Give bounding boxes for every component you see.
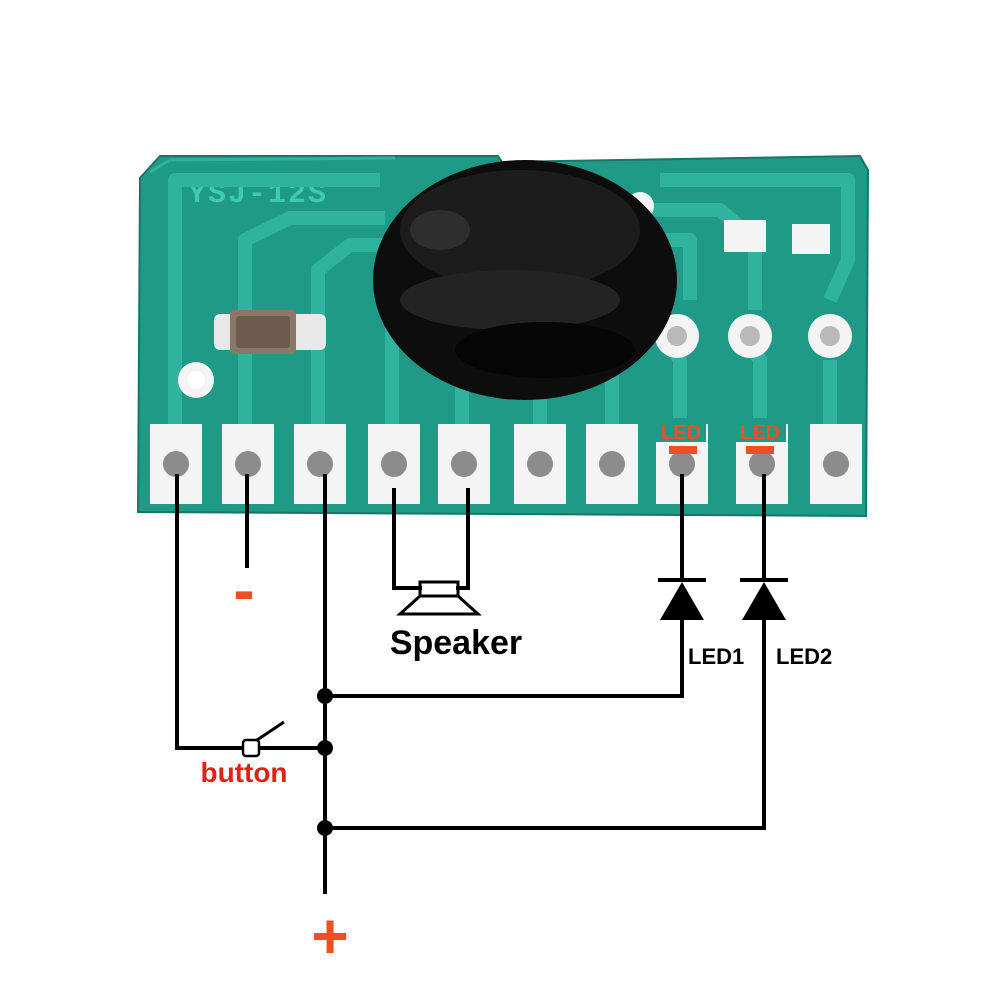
wire-led1-bottom xyxy=(323,618,684,698)
test-pad-1 xyxy=(724,220,766,252)
pad-7 xyxy=(586,424,638,504)
junction-button xyxy=(317,740,333,756)
led-pad-2-label-bg xyxy=(736,418,786,442)
junction-led1 xyxy=(317,688,333,704)
pad-6 xyxy=(514,424,566,504)
led1-label: LED1 xyxy=(688,644,744,669)
plus-label: + xyxy=(311,900,348,972)
led-pad-2-marker xyxy=(746,446,774,454)
led2-diode-icon xyxy=(740,578,788,620)
pad-1 xyxy=(150,424,202,504)
led1-diode-icon xyxy=(658,578,706,620)
pad-3 xyxy=(294,424,346,504)
wire-speaker-left xyxy=(392,488,422,590)
wire-led2-bottom xyxy=(323,618,766,830)
button-label: button xyxy=(200,757,287,788)
minus-label: - xyxy=(233,554,254,626)
junction-led2 xyxy=(317,820,333,836)
led-pad-2-label: LED xyxy=(740,422,780,444)
top-pads xyxy=(626,192,852,358)
led-pad-1-label: LED xyxy=(661,422,701,444)
pad-10 xyxy=(810,424,862,504)
led-pad-1-label-bg xyxy=(656,418,706,442)
led-pad-1-marker xyxy=(669,446,697,454)
button-switch-icon xyxy=(241,720,285,758)
chip-epoxy-blob xyxy=(373,160,677,400)
wiring xyxy=(175,474,766,894)
silkscreen-outline xyxy=(149,156,396,174)
test-pad-2 xyxy=(792,224,830,254)
pcb-module: YSJ-12S xyxy=(136,154,870,518)
wire-pin1-button xyxy=(175,474,248,750)
speaker-icon xyxy=(396,580,482,616)
wire-speaker-right xyxy=(456,488,470,590)
led2-label: LED2 xyxy=(776,644,832,669)
speaker-label: Speaker xyxy=(390,624,522,662)
smd-capacitor xyxy=(214,310,326,354)
pad-5 xyxy=(438,424,490,504)
